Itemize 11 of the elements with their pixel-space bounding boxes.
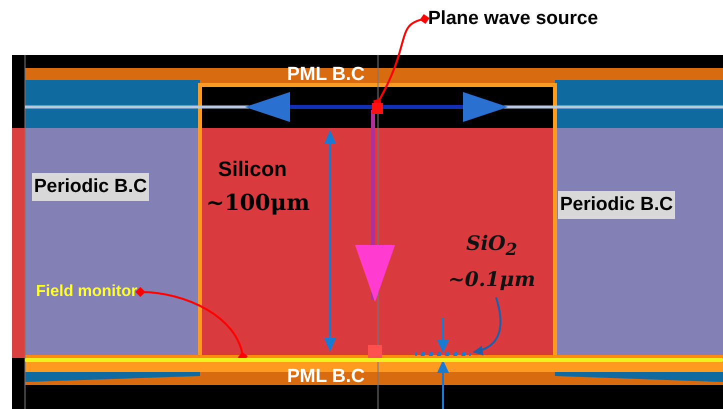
boundary-label: Periodic B.C	[558, 191, 675, 219]
leader-line	[472, 297, 502, 355]
source-label: Plane wave source	[428, 8, 598, 30]
monitor-label: Field monitor	[36, 283, 138, 301]
dimension-label: ~100μm	[206, 190, 310, 216]
boundary-label: PML B.C	[287, 366, 365, 388]
layer-label: SiO$_{2}$ ~0.1μm	[448, 228, 536, 294]
boundary-label: PML B.C	[287, 64, 365, 86]
source-marker	[372, 103, 383, 114]
boundary-label: Periodic B.C	[32, 173, 149, 201]
region-label: Silicon	[218, 158, 287, 182]
